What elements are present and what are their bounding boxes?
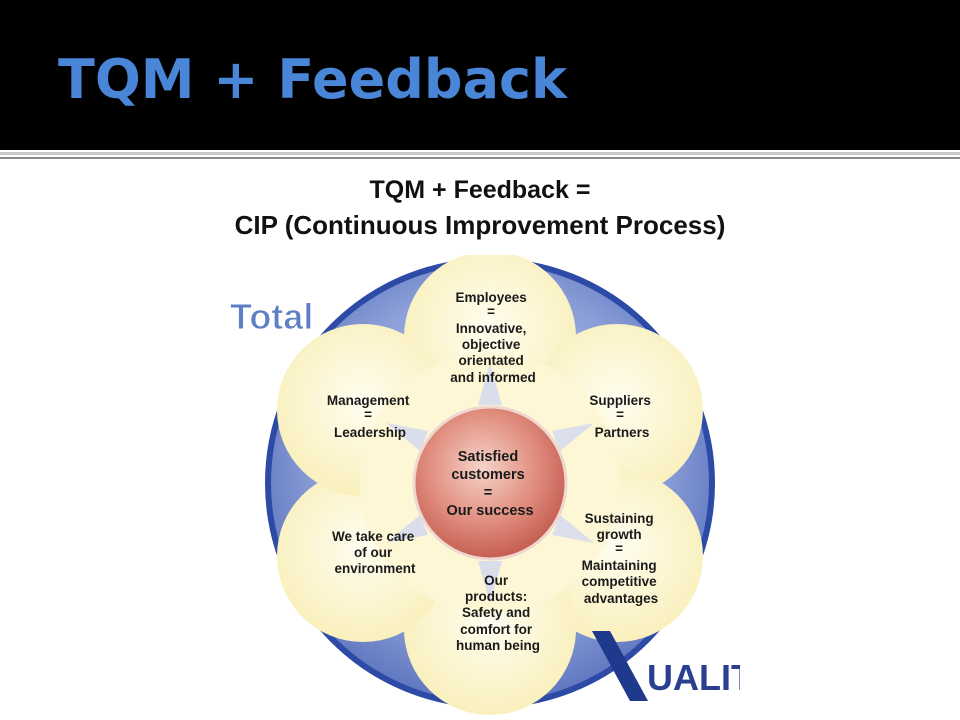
word-quality: UALITY [647, 657, 740, 698]
center-circle [412, 405, 568, 561]
star-rays [386, 363, 594, 603]
subtitle-line-1: TQM + Feedback = [369, 176, 591, 204]
quality-q-slash [592, 631, 648, 701]
petal-bottom-text: Our products: Safety and comfort for hum… [456, 573, 540, 653]
title-bar: TQM + Feedback [0, 0, 960, 150]
divider-dark [0, 157, 960, 159]
petal-top-text: Employees = Innovative, objective orient… [450, 290, 536, 385]
petal-upper-right-text: Suppliers = Partners [589, 393, 654, 440]
petal-lower-left-text: We take care of our environment [332, 529, 418, 576]
divider-light [0, 152, 960, 155]
tqm-diagram: Satisfied customers = Our success Employ… [230, 255, 740, 715]
petal-lower-right-text: Sustaining growth = Maintaining competit… [582, 511, 661, 606]
petal-upper-left-text: Management = Leadership [327, 393, 413, 440]
subtitle-line-2: CIP (Continuous Improvement Process) [234, 210, 726, 240]
word-total: Total [230, 296, 313, 337]
slide-title: TQM + Feedback [58, 48, 567, 111]
center-text: Satisfied customers = Our success [446, 449, 533, 519]
